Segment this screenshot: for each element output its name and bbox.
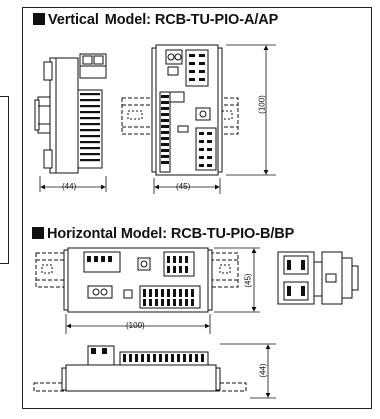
vertical-front-dimension [153, 178, 221, 194]
horizontal-side-height-dimension [220, 343, 276, 399]
horizontal-front-view [33, 345, 247, 392]
vertical-height-dimension [226, 44, 276, 176]
horizontal-title: Horizontal Model: RCB-TU-PIO-B/BP [47, 226, 295, 242]
horizontal-height-dimension [214, 247, 260, 313]
vertical-side-dimension [39, 176, 107, 192]
heading-square-icon [32, 227, 44, 239]
horizontal-top-view [35, 247, 239, 313]
left-edge-bracket [0, 96, 9, 264]
horizontal-width-dimension [65, 314, 211, 334]
dim-vertical-height: (100) [257, 95, 267, 114]
dim-vertical-front-width: (45) [176, 182, 191, 191]
horizontal-model-heading: Horizontal Model: RCB-TU-PIO-B/BP [32, 226, 294, 242]
horizontal-front-terminals [91, 348, 204, 362]
dim-horizontal-side-height: (44) [258, 363, 268, 378]
vertical-front-terminals [161, 54, 212, 167]
horizontal-end-terminals [287, 260, 305, 296]
dim-horizontal-width: (100) [126, 321, 145, 330]
horizontal-top-terminals [87, 256, 194, 306]
vertical-front-view [121, 44, 239, 176]
vertical-model-heading: Vertical Model: RCB-TU-PIO-A/AP [33, 12, 278, 28]
vertical-title-label: Vertical [48, 12, 99, 28]
vertical-title-model: Model: RCB-TU-PIO-A/AP [104, 12, 279, 28]
vertical-side-terminals [80, 93, 100, 162]
heading-square-icon [33, 13, 45, 25]
horizontal-end-view [277, 251, 359, 305]
dim-vertical-side-width: (44) [62, 182, 77, 191]
dim-horizontal-height: (45) [243, 273, 253, 288]
